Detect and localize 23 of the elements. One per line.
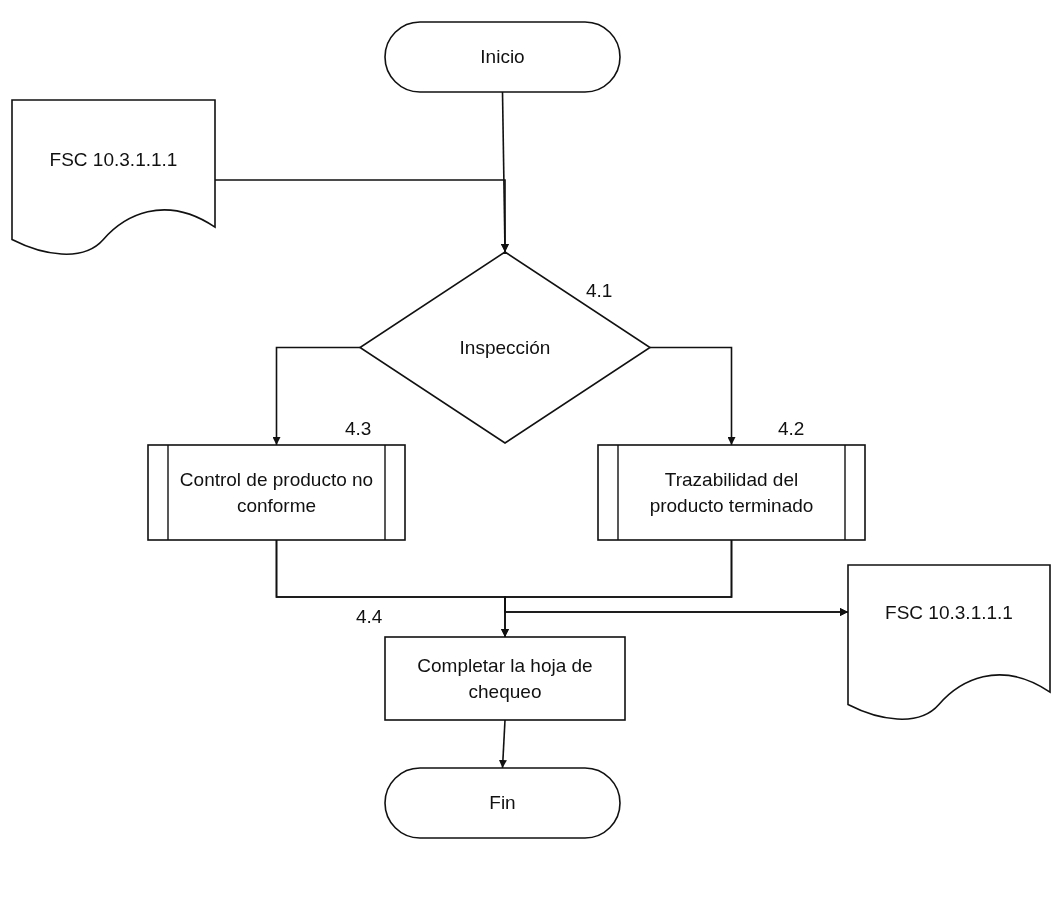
step-number: 4.2 bbox=[778, 418, 805, 440]
step-number: 4.1 bbox=[586, 280, 613, 302]
node-label: FSC 10.3.1.1.1 bbox=[885, 600, 1013, 625]
arrow bbox=[272, 346, 361, 446]
step-number: 4.4 bbox=[356, 606, 383, 628]
node-label: Fin bbox=[489, 791, 516, 816]
node-label: Control de producto no conforme bbox=[178, 467, 375, 518]
subprocess-box bbox=[598, 445, 865, 540]
arrow bbox=[504, 539, 849, 616]
node-label: FSC 10.3.1.1.1 bbox=[49, 148, 178, 173]
arrow bbox=[649, 346, 736, 446]
arrow bbox=[498, 719, 507, 769]
node-label: Completar la hoja de chequeo bbox=[416, 653, 594, 704]
node-label: Inicio bbox=[480, 45, 525, 70]
node-label: Trazabilidad del producto terminado bbox=[648, 467, 815, 518]
node-label: Inspección bbox=[459, 335, 551, 360]
document-shape bbox=[12, 100, 215, 255]
terminal-shape bbox=[385, 22, 620, 92]
process-box bbox=[385, 637, 625, 720]
terminal-shape bbox=[385, 768, 620, 838]
document-shape bbox=[848, 565, 1050, 720]
step-number: 4.3 bbox=[345, 418, 372, 440]
subprocess-box bbox=[148, 445, 405, 540]
